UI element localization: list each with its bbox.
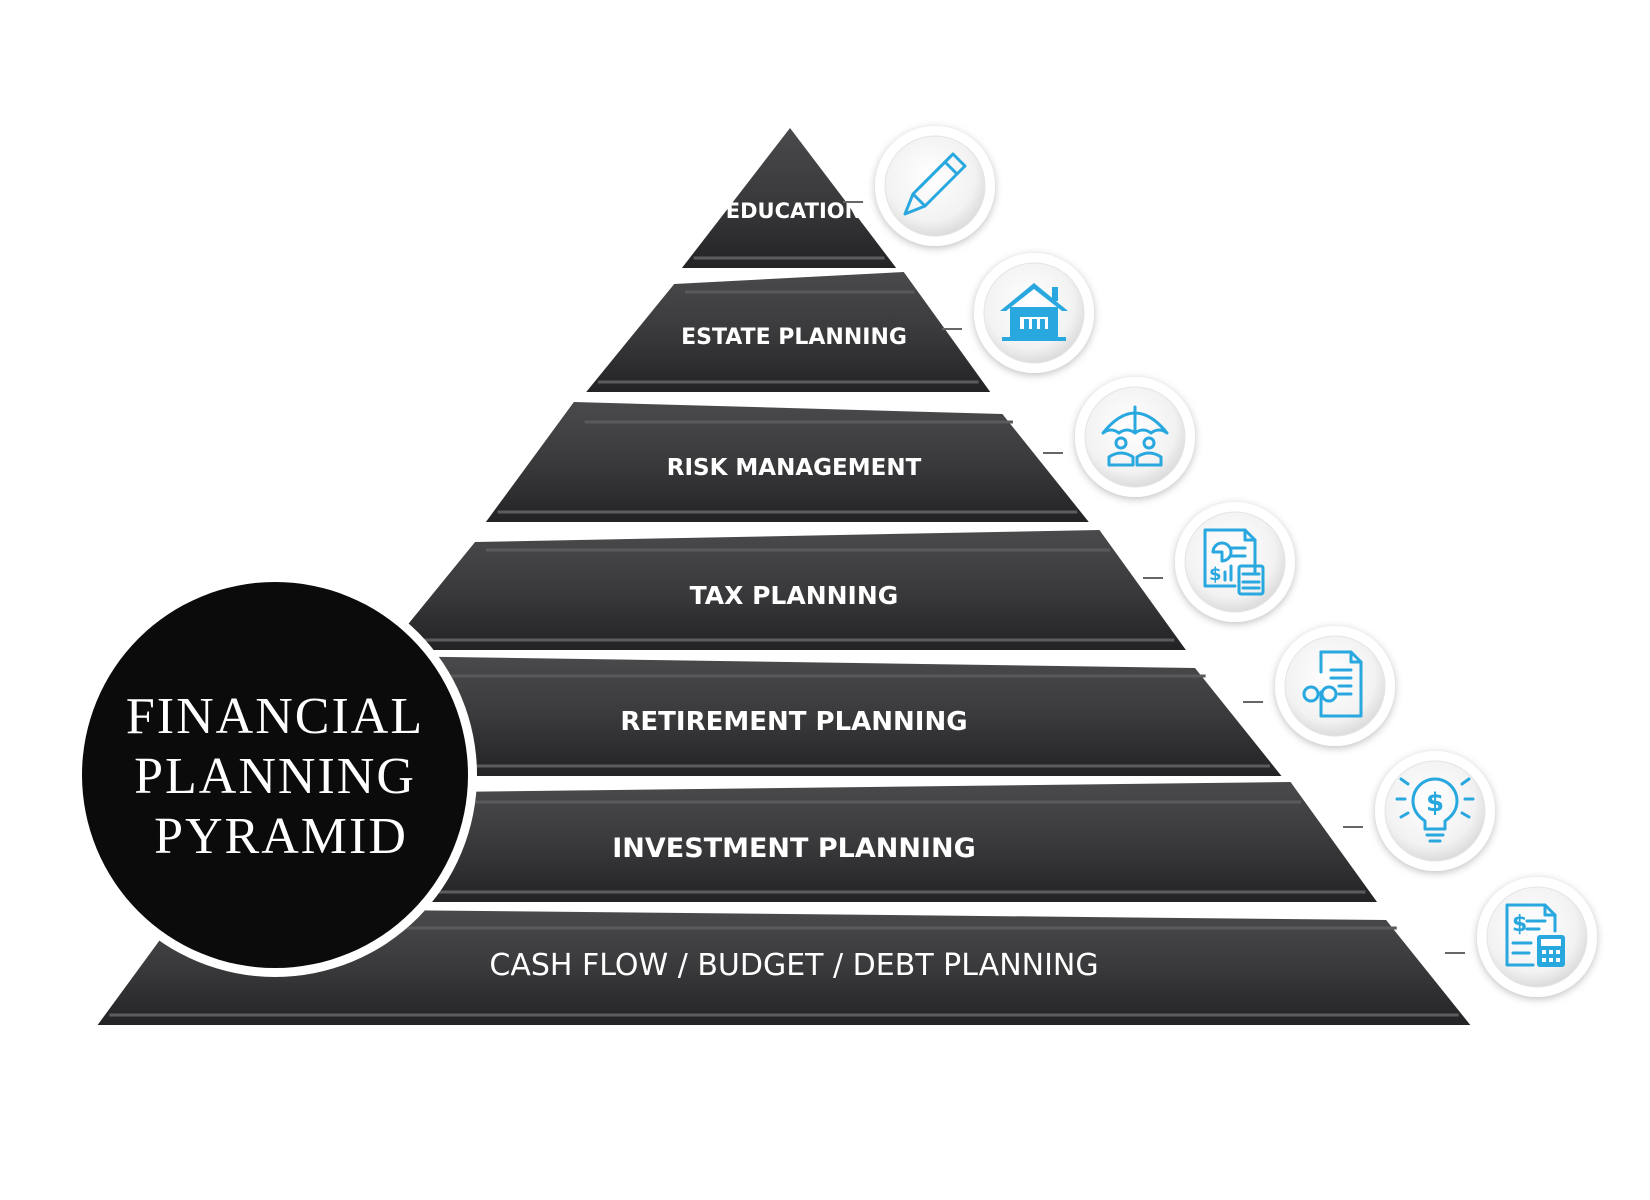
tier-7: CASH FLOW / BUDGET / DEBT PLANNING xyxy=(97,908,1471,1025)
icon-inner-disc xyxy=(1486,886,1588,988)
budget-calculator-icon-glyph: $ xyxy=(1505,903,1565,967)
tier-slab xyxy=(192,782,1378,902)
icon-inner-disc xyxy=(1184,511,1286,613)
title-line-3: PYRAMID xyxy=(154,808,408,865)
title-circle xyxy=(82,582,468,968)
pyramid-tiers: EDUCATION ESTATE PLANNING RISK MANAGEMENT T… xyxy=(97,128,1471,1025)
umbrella-people-icon xyxy=(1075,377,1195,497)
pencil-icon xyxy=(875,126,995,246)
tier-label: ESTATE PLANNING xyxy=(681,325,907,350)
tier-slab xyxy=(586,272,991,392)
title-line-2: PLANNING xyxy=(134,748,416,805)
tax-document-calculator-icon: $ xyxy=(1175,502,1295,622)
title-line-1: FINANCIAL xyxy=(126,688,424,745)
document-glasses-icon-glyph xyxy=(1302,650,1363,718)
tier-2: ESTATE PLANNING xyxy=(586,272,991,392)
tier-label: RETIREMENT PLANNING xyxy=(620,707,967,737)
pencil-icon-glyph xyxy=(903,152,967,216)
tier-slab xyxy=(485,402,1089,522)
house-icon-glyph xyxy=(1000,283,1068,341)
umbrella-people-icon-glyph xyxy=(1101,405,1169,467)
tier-5: RETIREMENT PLANNING xyxy=(289,656,1282,776)
tier-label: EDUCATION xyxy=(726,199,862,223)
svg-text:$: $ xyxy=(1426,788,1444,818)
tier-1: EDUCATION xyxy=(681,128,897,268)
tier-slab xyxy=(387,530,1186,650)
tier-label: CASH FLOW / BUDGET / DEBT PLANNING xyxy=(489,948,1098,983)
tier-slab xyxy=(97,908,1471,1025)
icon-connectors xyxy=(843,201,1465,954)
tier-slab xyxy=(289,656,1282,776)
tier-3: RISK MANAGEMENT xyxy=(485,402,1089,522)
tier-4: TAX PLANNING xyxy=(387,530,1186,650)
tax-document-calculator-icon-glyph: $ xyxy=(1203,528,1265,596)
tier-slab xyxy=(681,128,897,268)
icon-inner-disc xyxy=(884,135,986,237)
tier-label: TAX PLANNING xyxy=(690,581,899,610)
tier-label: RISK MANAGEMENT xyxy=(667,455,922,481)
icon-inner-disc xyxy=(1084,386,1186,488)
lightbulb-dollar-icon: $ xyxy=(1375,751,1495,871)
tier-icons: $ $ $ xyxy=(875,126,1597,997)
budget-calculator-icon: $ xyxy=(1477,877,1597,997)
house-icon xyxy=(974,253,1094,373)
icon-inner-disc xyxy=(1384,760,1486,862)
title-badge: FINANCIAL PLANNING PYRAMID xyxy=(73,573,477,977)
svg-text:$: $ xyxy=(1512,912,1527,937)
document-glasses-icon xyxy=(1275,626,1395,746)
svg-text:$: $ xyxy=(1209,564,1222,585)
lightbulb-dollar-icon-glyph: $ xyxy=(1395,777,1475,843)
tier-label: INVESTMENT PLANNING xyxy=(612,833,975,864)
